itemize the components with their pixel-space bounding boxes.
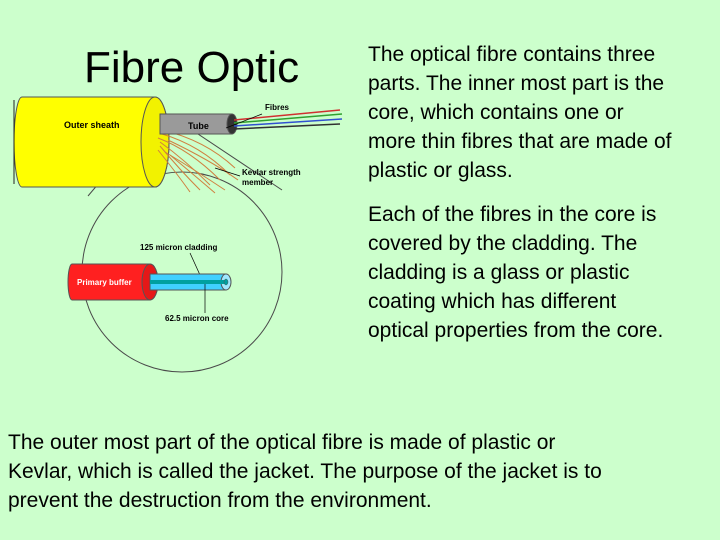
core — [150, 278, 229, 286]
outer-sheath — [13, 96, 170, 188]
paragraph-jacket-line: The outer most part of the optical fibre… — [8, 431, 556, 454]
fibres — [233, 109, 343, 130]
paragraph-core-line: The optical fibre contains three — [368, 43, 656, 66]
kevlar-label-line2: member — [242, 178, 273, 187]
paragraph-core-line: more thin fibres that are made of — [368, 130, 672, 153]
cladding-pointer — [189, 252, 201, 276]
paragraph-core: The optical fibre contains three parts. … — [368, 40, 718, 185]
paragraph-cladding-line: Each of the fibres in the core is — [368, 203, 657, 226]
paragraph-cladding: Each of the fibres in the core is covere… — [368, 200, 718, 345]
slide-title: Fibre Optic — [84, 43, 300, 92]
kevlar-label-line1: Kevlar strength — [242, 168, 301, 177]
paragraph-core-line: core, which contains one or — [368, 101, 624, 124]
outer-sheath-label: Outer sheath — [64, 120, 120, 130]
paragraph-cladding-line: optical properties from the core. — [368, 319, 664, 342]
paragraph-jacket-line: Kevlar, which is called the jacket. The … — [8, 460, 602, 483]
paragraph-cladding-line: cladding is a glass or plastic — [368, 261, 630, 284]
fibres-pointer — [225, 113, 263, 129]
primary-buffer-label: Primary buffer — [77, 278, 132, 287]
tube-label: Tube — [188, 121, 209, 131]
core-label: 62.5 micron core — [165, 314, 229, 323]
paragraph-core-line: plastic or glass. — [368, 159, 513, 182]
fibre-cable-diagram: Outer sheath Tube Fibres Kevlar strength… — [13, 96, 343, 373]
paragraph-jacket-line: prevent the destruction from the environ… — [8, 489, 432, 512]
paragraph-core-line: parts. The inner most part is the — [368, 72, 665, 95]
paragraph-cladding-line: coating which has different — [368, 290, 617, 313]
kevlar-strands — [157, 129, 239, 194]
kevlar-pointer — [214, 167, 241, 177]
fibres-label: Fibres — [265, 103, 290, 112]
paragraph-cladding-line: covered by the cladding. The — [368, 232, 638, 255]
cladding-label: 125 micron cladding — [140, 243, 217, 252]
paragraph-jacket: The outer most part of the optical fibre… — [8, 428, 713, 515]
